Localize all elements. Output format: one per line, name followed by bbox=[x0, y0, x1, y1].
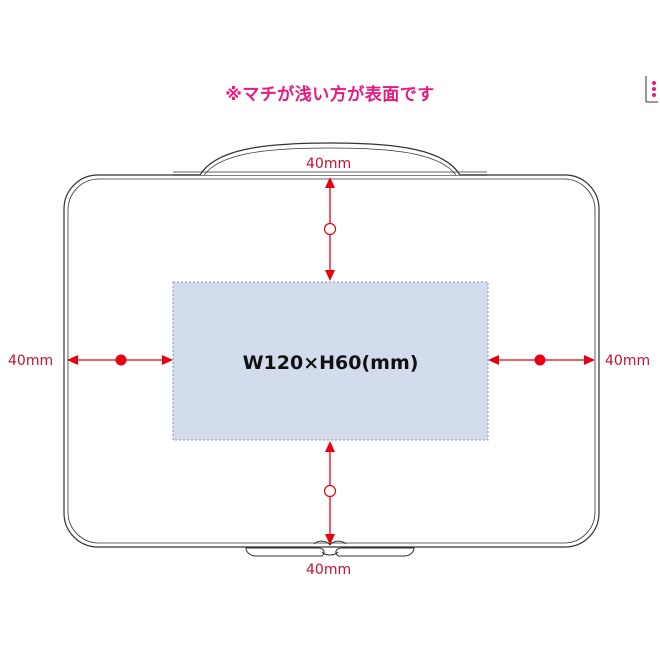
dimension-label-bottom: 40mm bbox=[306, 562, 352, 578]
dimension-label-top: 40mm bbox=[306, 156, 352, 172]
corner-mark-icon bbox=[645, 76, 658, 103]
arrow-left bbox=[67, 354, 173, 366]
dimension-label-left: 40mm bbox=[8, 353, 54, 369]
dimension-label-right: 40mm bbox=[605, 353, 651, 369]
arrow-bottom bbox=[323, 441, 337, 545]
surface-note: ※マチが浅い方が表面です bbox=[225, 85, 435, 105]
print-area bbox=[172, 281, 489, 441]
print-area-size-label: W120×H60(mm) bbox=[242, 352, 419, 374]
arrow-right bbox=[488, 354, 595, 366]
handle-outline bbox=[173, 142, 487, 176]
handle-inner-line bbox=[203, 147, 457, 176]
arrow-top bbox=[323, 177, 337, 281]
